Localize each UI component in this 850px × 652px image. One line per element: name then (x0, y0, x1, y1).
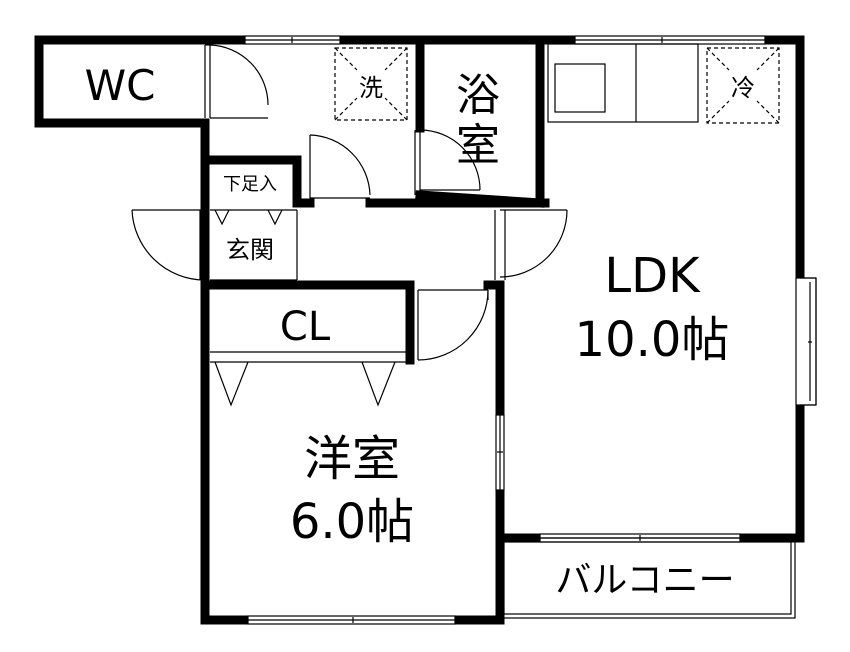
washroom-label: 洗 (359, 74, 383, 102)
ldk-size-label: 10.0帖 (575, 312, 730, 368)
ldk-name-label: LDK (604, 248, 701, 304)
closet-label: CL (280, 304, 331, 350)
bathroom-label-line1: 浴 (456, 70, 500, 121)
western-room-name-label: 洋室 (304, 431, 400, 487)
balcony-label: バルコニー (555, 560, 734, 601)
wc-label: WC (85, 61, 156, 110)
thin-lines (210, 35, 817, 625)
entrance-label: 玄関 (226, 236, 274, 264)
door-swings (131, 44, 568, 361)
shoe-storage-label: 下足入 (223, 174, 277, 195)
bathroom-label-line2: 室 (456, 120, 500, 171)
western-room-size-label: 6.0帖 (290, 494, 414, 550)
walls (34, 35, 805, 625)
refrigerator-label: 冷 (731, 74, 755, 102)
